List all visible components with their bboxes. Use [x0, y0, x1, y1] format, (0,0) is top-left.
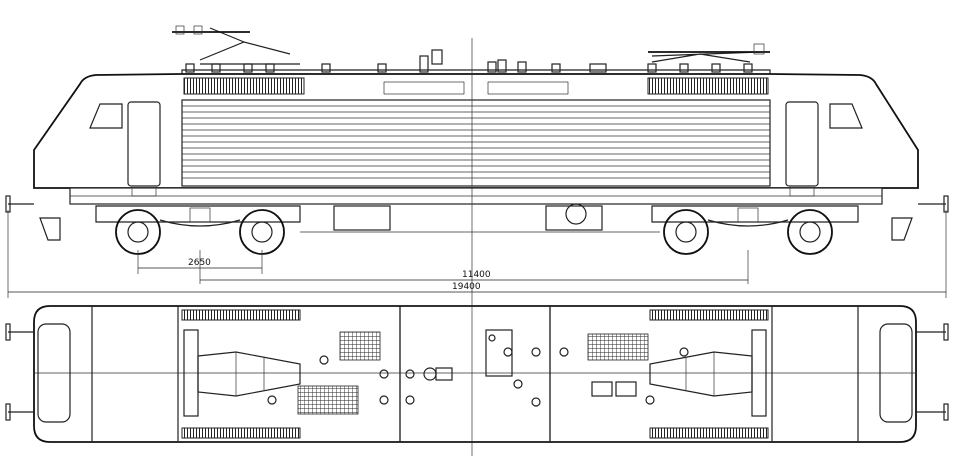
left-pantograph-plan [183, 329, 301, 417]
right-pantograph [648, 43, 770, 63]
plan-view [5, 305, 949, 443]
dim-bogie-centres: 11400 [462, 270, 491, 280]
right-cab-door [785, 101, 819, 187]
left-cab-window [89, 103, 123, 129]
left-cab-door [127, 101, 161, 187]
right-buffers [891, 195, 949, 241]
side-louvres [181, 99, 771, 187]
right-bogie [651, 205, 859, 255]
plan-buffers [5, 323, 949, 421]
right-pantograph-plan [649, 329, 767, 417]
equipment-box-right [545, 205, 603, 231]
left-buffers [5, 195, 61, 241]
equipment-box-left [333, 205, 391, 231]
roof-grille [339, 331, 381, 361]
roof-grille [587, 333, 649, 361]
roof-vent-right [647, 77, 769, 95]
wheel [239, 209, 285, 255]
dimension-lines [7, 210, 947, 298]
plan-outline [33, 305, 917, 443]
roof-equipment [185, 49, 753, 73]
dim-bogie-wheelbase: 2650 [188, 258, 211, 268]
wheel [663, 209, 709, 255]
roof-vent-left [183, 77, 305, 95]
roof-grille [297, 385, 359, 415]
side-elevation [5, 25, 949, 456]
left-pantograph [172, 25, 300, 65]
left-windscreen [37, 323, 71, 423]
right-cab-window [829, 103, 863, 129]
roof-line [181, 69, 771, 74]
roof-fittings [267, 329, 689, 407]
dim-overall-length: 19400 [452, 282, 481, 292]
wheel [115, 209, 161, 255]
left-bogie [95, 205, 301, 255]
wheel [787, 209, 833, 255]
right-windscreen [879, 323, 913, 423]
